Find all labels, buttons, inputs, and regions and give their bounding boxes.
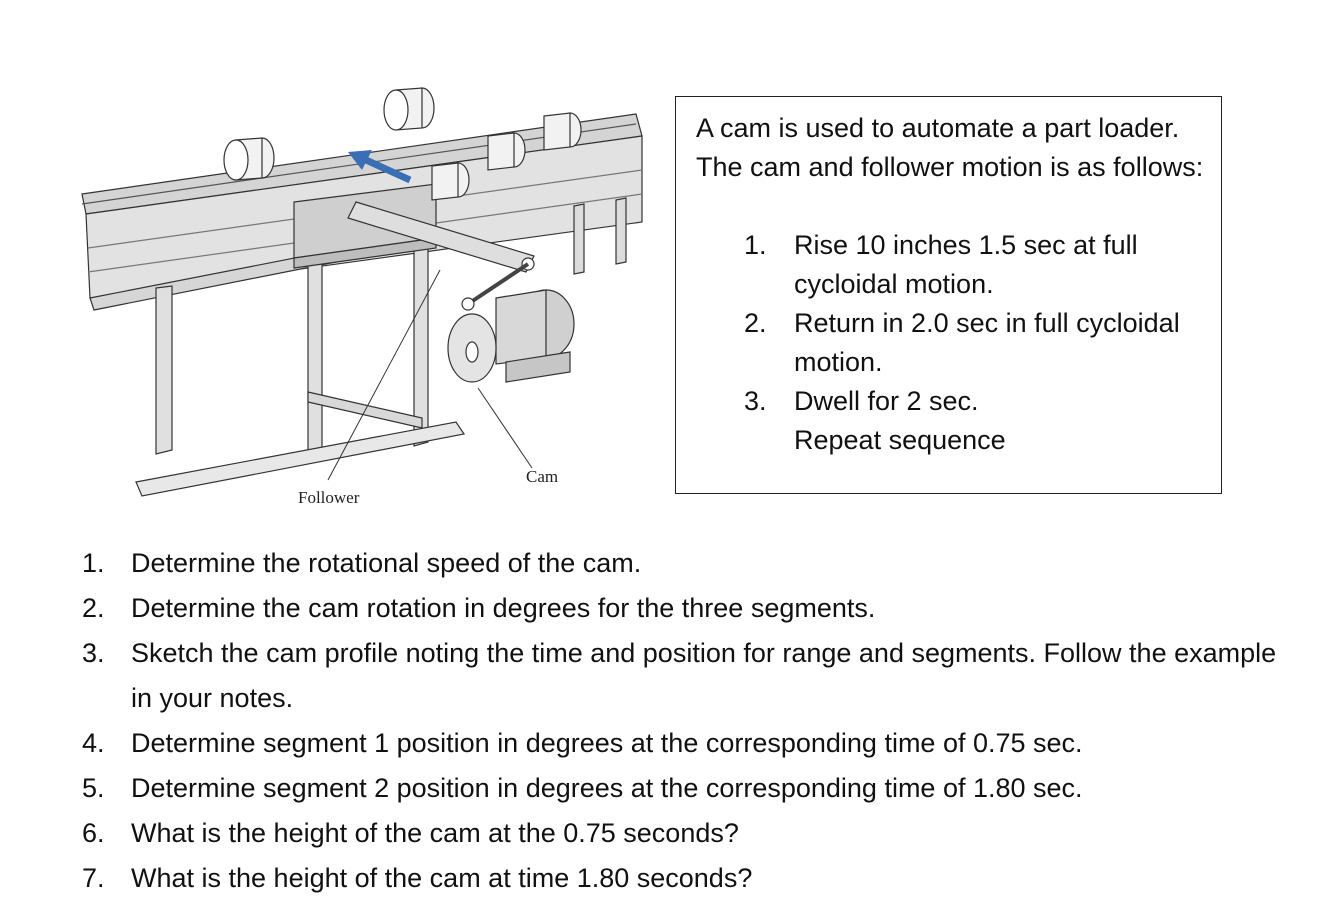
motor-base — [505, 351, 571, 383]
question-item: 6. What is the height of the cam at the 0… — [82, 811, 1282, 856]
question-number: 4. — [82, 728, 105, 758]
questions-list: 1. Determine the rotational speed of the … — [82, 541, 1282, 901]
motor-body — [495, 289, 547, 365]
motion-step: 1. Rise 10 inches 1.5 sec at full cycloid… — [744, 226, 1204, 304]
floor-base — [135, 421, 466, 497]
leg — [413, 237, 429, 447]
repeat-text: Repeat sequence — [794, 425, 1006, 455]
cam-loader-illustration: Follower Cam — [76, 62, 666, 522]
question-text: Sketch the cam profile noting the time a… — [131, 638, 1277, 713]
question-text: What is the height of the cam at time 1.… — [131, 863, 753, 893]
question-item: 3. Sketch the cam profile noting the time… — [82, 631, 1282, 721]
question-item: 7. What is the height of the cam at time … — [82, 856, 1282, 901]
question-number: 5. — [82, 773, 105, 803]
question-item: 4. Determine segment 1 position in degree… — [82, 721, 1282, 766]
leg — [573, 203, 585, 275]
follower-label: Follower — [298, 488, 360, 507]
problem-statement-box: A cam is used to automate a part loader.… — [675, 96, 1222, 494]
question-item: 1. Determine the rotational speed of the … — [82, 541, 1282, 586]
question-text: Determine the rotational speed of the ca… — [131, 548, 642, 578]
conveyor-drawing: Follower Cam — [81, 87, 643, 507]
step-text: Return in 2.0 sec in full cycloidal moti… — [794, 308, 1180, 377]
follower-leader — [327, 269, 441, 481]
question-text: Determine segment 1 position in degrees … — [131, 728, 1083, 758]
cam-label: Cam — [526, 467, 558, 486]
step-number: 1. — [744, 230, 767, 260]
question-number: 6. — [82, 818, 105, 848]
cam-hub — [465, 341, 479, 363]
motion-step: 2. Return in 2.0 sec in full cycloidal mo… — [744, 304, 1204, 382]
pivot — [461, 297, 475, 311]
step-text: Dwell for 2 sec. — [794, 386, 979, 416]
cam-leader — [477, 387, 533, 469]
step-number: 3. — [744, 386, 767, 416]
question-number: 1. — [82, 548, 105, 578]
question-item: 2. Determine the cam rotation in degrees … — [82, 586, 1282, 631]
direction-arrow — [348, 150, 412, 184]
motion-steps-list: 1. Rise 10 inches 1.5 sec at full cycloid… — [744, 226, 1204, 421]
step-text: Rise 10 inches 1.5 sec at full cycloidal… — [794, 230, 1138, 299]
question-number: 7. — [82, 863, 105, 893]
step-number: 2. — [744, 308, 767, 338]
question-number: 2. — [82, 593, 105, 623]
leg — [615, 197, 627, 265]
question-text: Determine segment 2 position in degrees … — [131, 773, 1083, 803]
question-text: Determine the cam rotation in degrees fo… — [131, 593, 876, 623]
slide-plate — [293, 237, 437, 269]
question-item: 5. Determine segment 2 position in degree… — [82, 766, 1282, 811]
leg — [155, 285, 173, 455]
statement-intro: A cam is used to automate a part loader.… — [696, 113, 1204, 182]
leg — [307, 255, 323, 461]
question-text: What is the height of the cam at the 0.7… — [131, 818, 739, 848]
motion-step: 3. Dwell for 2 sec. — [744, 382, 1204, 421]
question-number: 3. — [82, 638, 105, 668]
follower-arm — [347, 201, 535, 273]
